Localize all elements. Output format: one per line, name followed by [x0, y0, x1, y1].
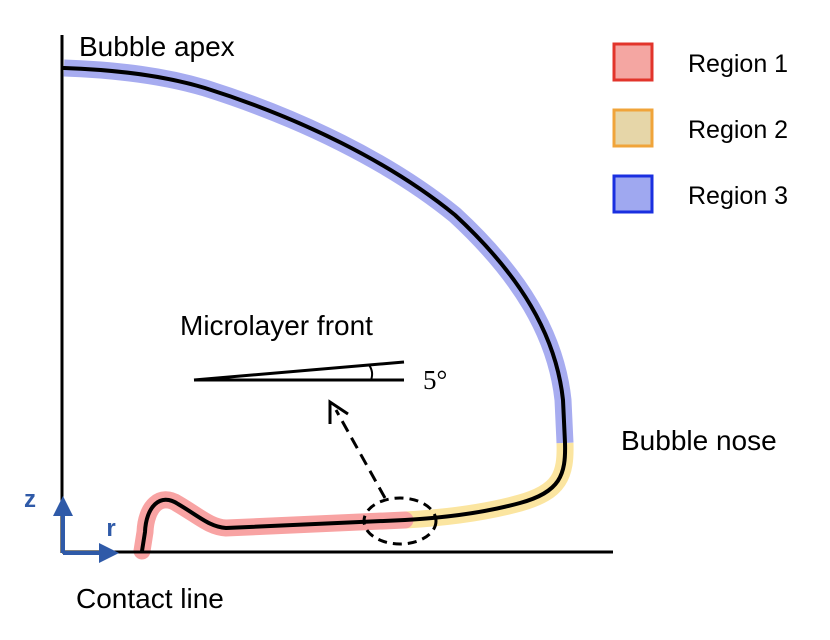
legend-label-region-1: Region 1 — [688, 50, 788, 78]
legend-swatch-region-3 — [612, 174, 654, 214]
legend-label-region-2: Region 2 — [688, 116, 788, 144]
zoom-arrow-head — [328, 399, 349, 424]
legend-swatch-region-1 — [612, 42, 654, 82]
contact-line-label: Contact line — [76, 583, 224, 614]
legend-swatch-region-2 — [612, 108, 654, 148]
z-axis-label: z — [24, 486, 36, 513]
bubble-nose-label: Bubble nose — [621, 425, 777, 456]
r-axis-label: r — [106, 515, 115, 542]
angle-label: 5° — [423, 365, 447, 395]
legend-label-region-3: Region 3 — [688, 182, 788, 210]
microlayer-zoom-ellipse — [362, 496, 438, 546]
bubble-interface-line — [62, 66, 568, 553]
region-3-band — [63, 59, 574, 444]
legend: Region 1 Region 2 Region 3 — [612, 42, 788, 214]
angle-arc — [368, 364, 374, 381]
microlayer-front-label: Microlayer front — [180, 310, 373, 341]
bubble-apex-label: Bubble apex — [79, 31, 235, 62]
zoom-dashed-arrow — [334, 409, 387, 499]
